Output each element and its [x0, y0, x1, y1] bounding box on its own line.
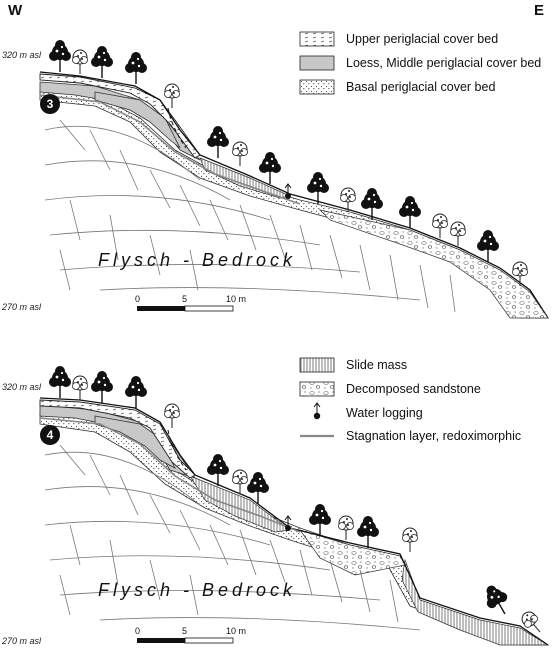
legend-symbol-slide-mass — [299, 357, 335, 373]
water-logging-icon — [284, 183, 292, 199]
panel-3-scale-5: 5 — [182, 294, 188, 304]
panel-4-number-badge: 4 — [40, 425, 60, 445]
water-logging-icon — [284, 515, 292, 531]
panel-4-scale-10: 10 m — [226, 626, 247, 636]
legend-symbol-basal-cover-bed — [299, 79, 335, 95]
panel-3-elev-top: 320 m asl — [2, 50, 42, 60]
legend-decomposed-sandstone: Decomposed sandstone — [346, 382, 481, 396]
panel-3-elev-bottom: 270 m asl — [2, 302, 42, 312]
panel-4-bedrock-label: Flysch - Bedrock — [98, 580, 297, 600]
legend-upper-cover-bed: Upper periglacial cover bed — [346, 32, 499, 46]
scale-bar-3 — [137, 305, 234, 312]
scale-bar-4 — [137, 637, 234, 644]
west-label: W — [8, 2, 23, 19]
legend-symbol-upper-cover-bed — [299, 31, 335, 47]
legend-stagnation-layer: Stagnation layer, redoximorphic — [346, 429, 522, 443]
panel-3-scale-10: 10 m — [226, 294, 247, 304]
legend-symbol-loess — [299, 55, 335, 71]
east-label: E — [534, 2, 545, 19]
legend-loess: Loess, Middle periglacial cover bed — [346, 56, 542, 70]
panel-3-profile — [39, 39, 549, 319]
panel-3-scale-0: 0 — [135, 294, 141, 304]
panel-4-elev-top: 320 m asl — [2, 382, 42, 392]
panel-4-scale-5: 5 — [182, 626, 188, 636]
panel-3-number-badge: 3 — [40, 94, 60, 114]
panel-3-bedrock-label: Flysch - Bedrock — [98, 250, 297, 270]
legend-basal-cover-bed: Basal periglacial cover bed — [346, 80, 496, 94]
panel-4-profile — [39, 365, 550, 646]
legend-slide-mass: Slide mass — [346, 358, 408, 372]
panel-4-elev-bottom: 270 m asl — [2, 636, 42, 646]
legend-symbol-water-logging — [313, 402, 321, 420]
legend-water-logging: Water logging — [346, 406, 423, 420]
panel-4-scale-0: 0 — [135, 626, 141, 636]
legend-symbol-decomposed-sandstone — [299, 381, 335, 397]
